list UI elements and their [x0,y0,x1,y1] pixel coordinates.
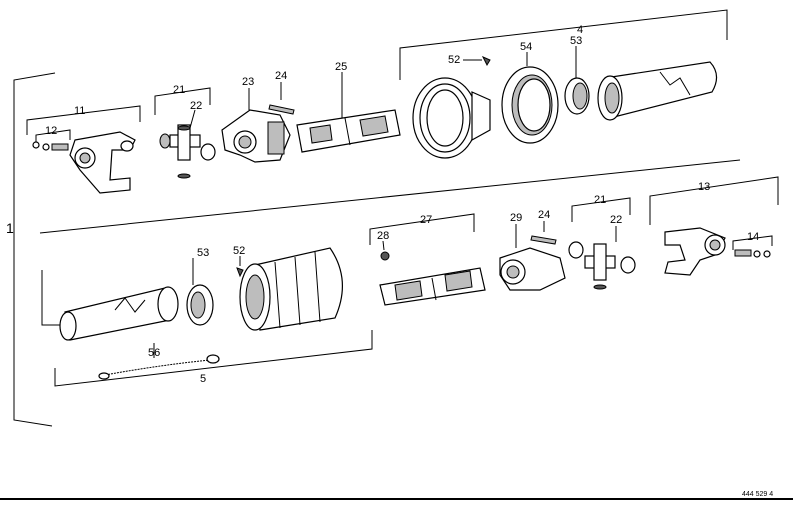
yoke-11[interactable] [69,131,136,194]
callout-11: 11 [74,105,85,117]
pin-24-top[interactable] [268,104,295,115]
callout-labels: 1 4 52 54 53 11 12 21 22 23 24 25 13 14 … [6,24,759,385]
drawing-reference-number: 444 529 4 [742,491,773,498]
callout-56: 56 [148,347,160,359]
callout-23: 23 [242,76,254,88]
bearing-53-bottom[interactable] [186,284,214,326]
safety-chain-56[interactable] [98,354,220,380]
pin-24-bottom[interactable] [530,235,557,245]
callout-54: 54 [520,41,532,53]
yoke-13[interactable] [664,227,726,276]
guard-tube-outer[interactable] [597,61,718,121]
callout-4: 4 [577,24,583,36]
callout-14: 14 [747,231,759,243]
callout-24-top: 24 [275,70,287,82]
callout-29: 29 [510,212,522,224]
callout-52-top: 52 [448,54,460,66]
callout-53-bottom: 53 [197,247,209,259]
callout-13: 13 [698,181,710,193]
bracket-lines [13,9,779,427]
callout-22-top: 22 [190,100,202,112]
bolt-12[interactable] [32,141,69,151]
yoke-23[interactable] [221,109,291,163]
bolt-14[interactable] [734,249,771,258]
cross-journal-22-bottom[interactable] [568,241,636,290]
screw-52-top[interactable] [481,56,491,67]
callout-24-bottom: 24 [538,209,550,221]
profile-tube-25[interactable] [296,109,401,153]
callout-28: 28 [377,230,389,242]
callout-22-bottom: 22 [610,214,622,226]
callout-1: 1 [6,220,14,236]
callout-12: 12 [45,125,57,137]
callout-25: 25 [335,61,347,73]
nut-28[interactable] [380,251,390,261]
callout-21-top: 21 [173,84,185,96]
guard-cone-4[interactable] [412,77,491,159]
bearing-53-top[interactable] [564,77,590,115]
guard-cone-5[interactable] [239,247,344,331]
callout-27: 27 [420,214,432,226]
screw-52-bottom[interactable] [236,267,244,278]
guard-tube-inner[interactable] [59,286,179,341]
bearing-ring-54[interactable] [501,66,559,144]
profile-tube-27[interactable] [379,267,486,306]
cross-journal-22-top[interactable] [159,124,216,179]
callout-52-bottom: 52 [233,245,245,257]
callout-5: 5 [200,373,206,385]
yoke-29[interactable] [499,247,566,291]
callout-53-top: 53 [570,35,582,47]
callout-21-bottom: 21 [594,194,606,206]
